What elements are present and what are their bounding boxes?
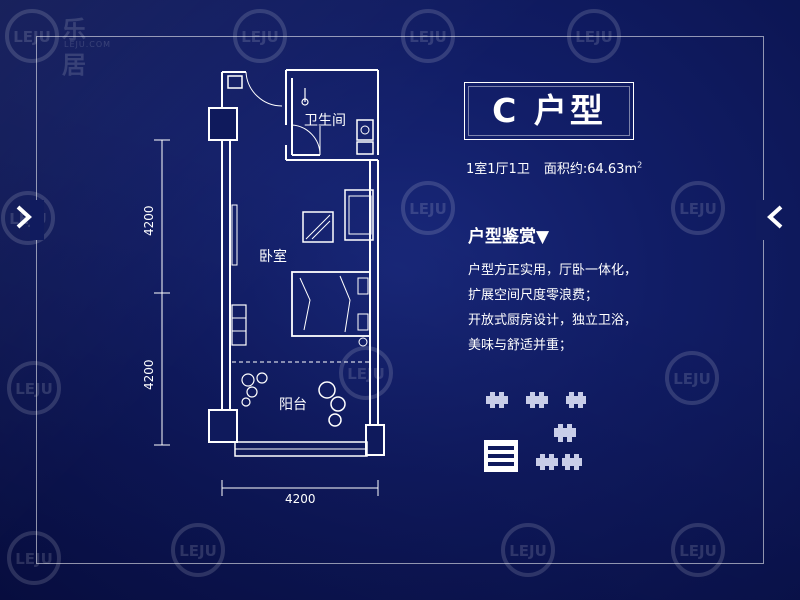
unit-title: C 户型 (492, 91, 606, 130)
building-block-icon (554, 424, 576, 442)
room-label-bathroom: 卫生间 (304, 113, 346, 129)
building-block-icon (566, 392, 586, 408)
frame-gap-right (756, 200, 770, 240)
unit-summary: 1室1厅1卫面积约:64.63m2 (466, 158, 642, 177)
dimension-bottom: 4200 (285, 492, 316, 506)
feature-heading: 户型鉴赏▼ (468, 227, 550, 247)
building-block-icon (486, 392, 508, 408)
feature-line: 美味与舒适并重； (468, 338, 573, 353)
building-block-icon (526, 392, 548, 408)
page-frame (36, 36, 764, 564)
unit-area: 面积约:64.63m (543, 162, 638, 177)
room-label-balcony: 阳台 (279, 397, 307, 413)
title-frame (464, 82, 634, 140)
feature-line: 扩展空间尺度零浪费； (468, 288, 599, 303)
building-block-icon (562, 454, 582, 470)
feature-line: 户型方正实用，厅卧一体化， (468, 263, 638, 278)
frame-gap-left (30, 200, 44, 240)
next-arrow-icon[interactable] (765, 204, 785, 235)
highlighted-building-icon (484, 440, 518, 472)
feature-line: 开放式厨房设计，独立卫浴， (468, 313, 638, 328)
title-frame-inner (468, 86, 630, 136)
prev-arrow-icon[interactable] (14, 204, 34, 235)
building-block-icon (536, 454, 558, 470)
feature-description: 户型方正实用，厅卧一体化， 扩展空间尺度零浪费； 开放式厨房设计，独立卫浴， 美… (468, 258, 637, 358)
unit-area-sup: 2 (637, 160, 643, 170)
unit-layout: 1室1厅1卫 (466, 162, 530, 177)
room-label-bedroom: 卧室 (259, 249, 287, 265)
